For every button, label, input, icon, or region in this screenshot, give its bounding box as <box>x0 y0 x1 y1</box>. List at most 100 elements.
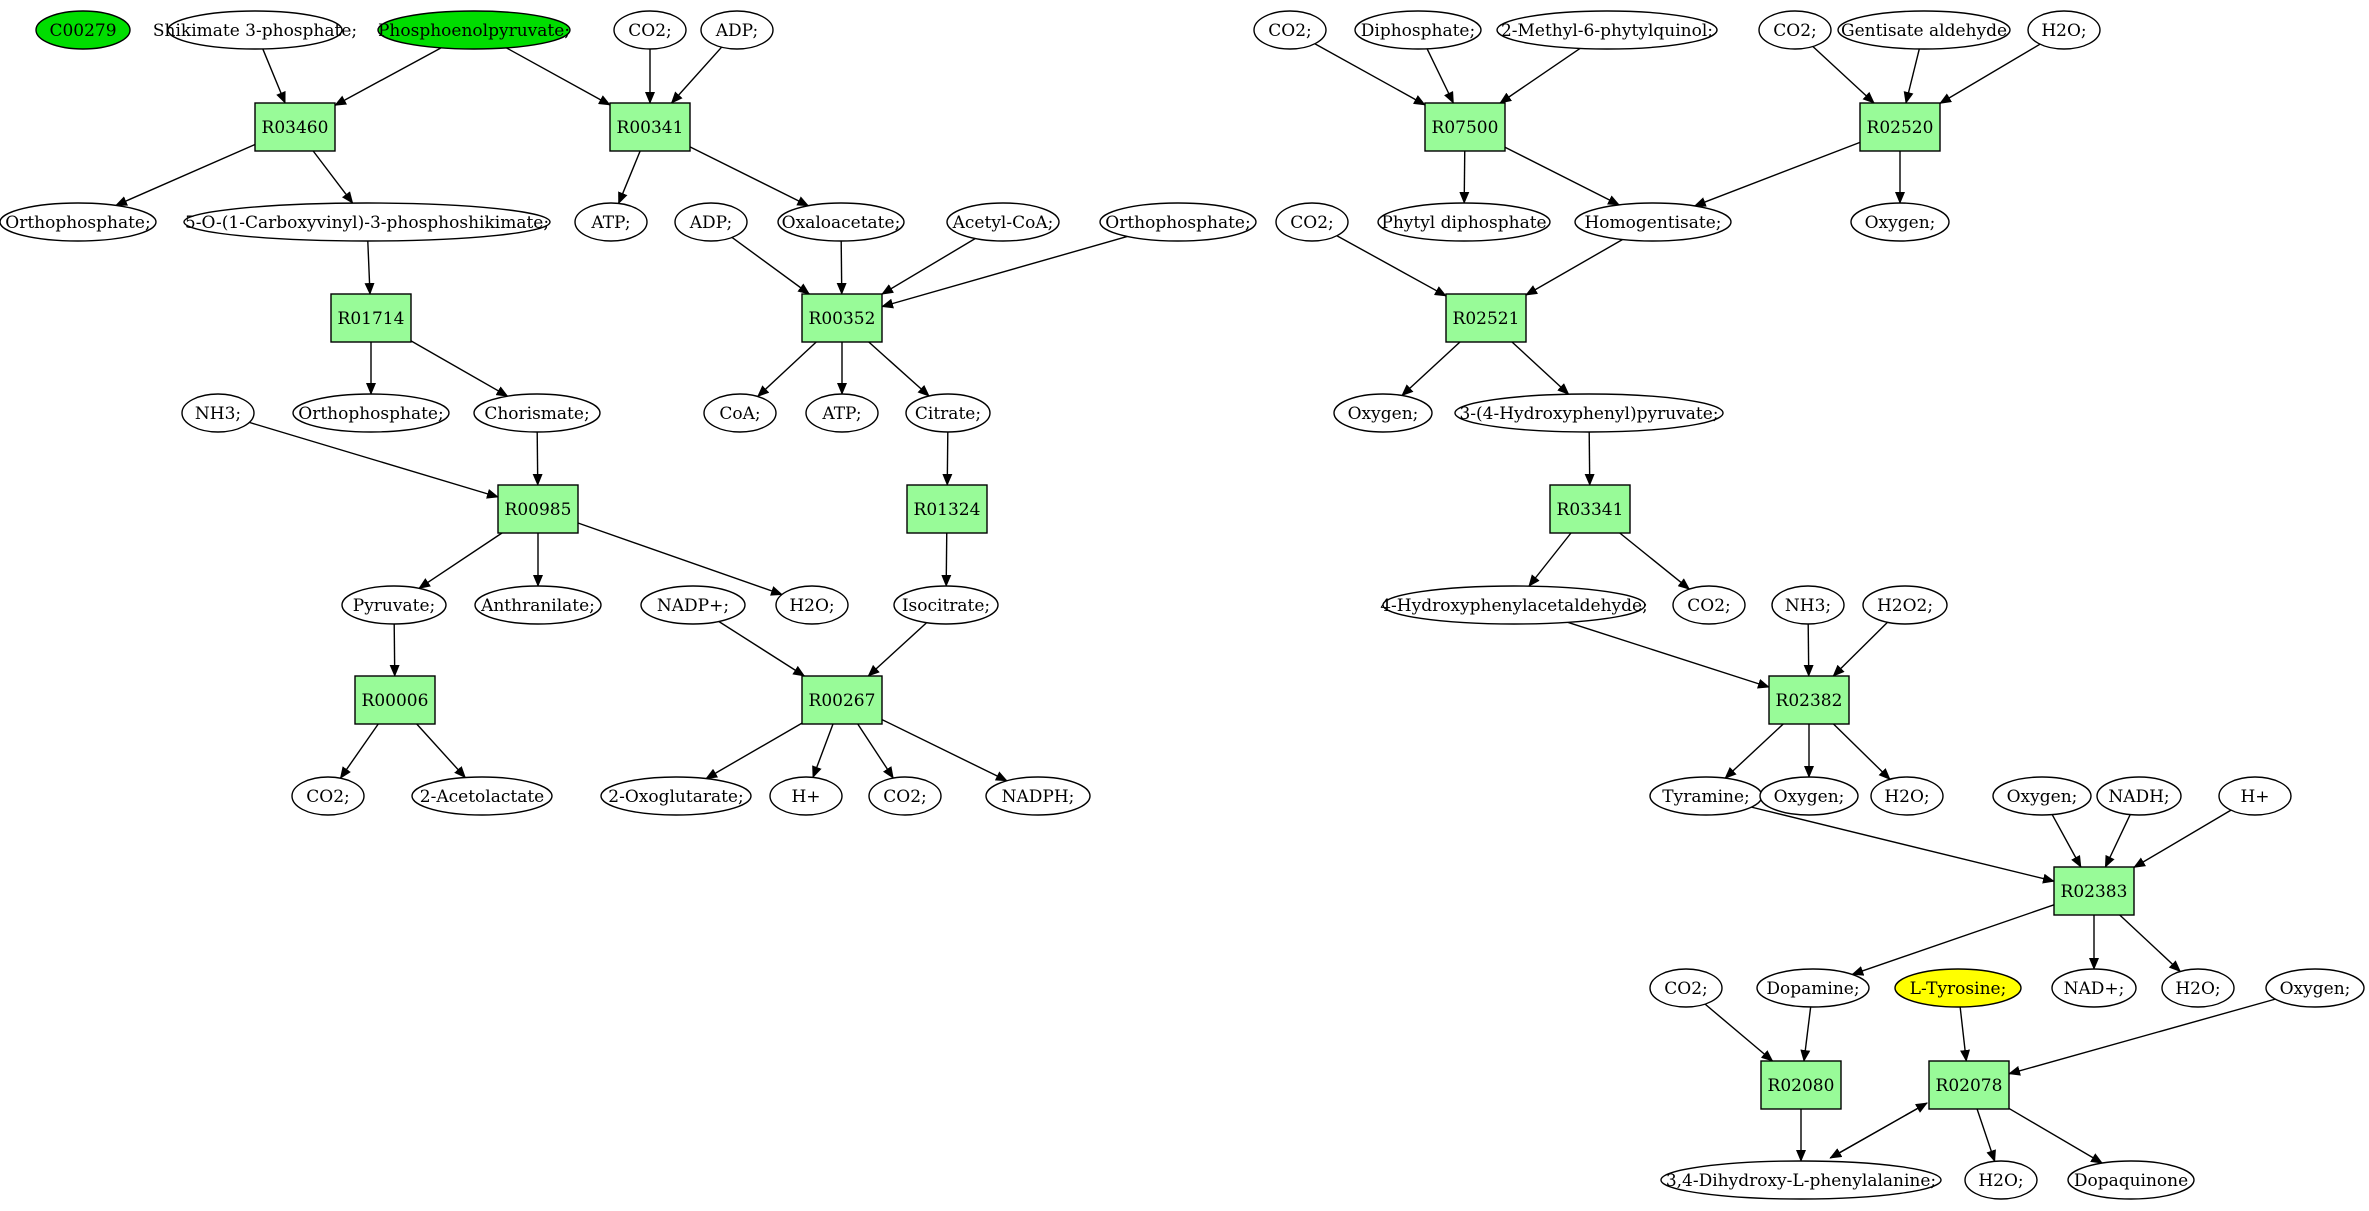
compound-node-citrate[interactable]: Citrate; <box>905 393 991 433</box>
node-label: CO2; <box>1664 979 1708 999</box>
compound-node-hpp[interactable]: 3-(4-Hydroxyphenyl)pyruvate; <box>1454 393 1724 433</box>
edge-dopamine-to-r02080 <box>1800 1006 1812 1062</box>
compound-node-dopa[interactable]: 3,4-Dihydroxy-L-phenylalanine; <box>1660 1160 1942 1200</box>
compound-node-isocitrate[interactable]: Isocitrate; <box>893 585 999 625</box>
compound-node-orthop_b[interactable]: Orthophosphate; <box>1099 202 1257 242</box>
compound-node-tyramine[interactable]: Tyramine; <box>1649 776 1763 816</box>
node-label: Citrate; <box>915 404 981 424</box>
compound-node-h2o_b[interactable]: H2O; <box>2027 10 2101 50</box>
edge-r00341-to-atp_a <box>617 150 641 205</box>
compound-node-homogent[interactable]: Homogentisate; <box>1574 202 1732 242</box>
reaction-node-r00341[interactable]: R00341 <box>609 102 691 152</box>
compound-node-oxygen_a[interactable]: Oxygen; <box>1850 202 1950 242</box>
compound-node-phytyl[interactable]: Phytyl diphosphate <box>1377 202 1551 242</box>
compound-node-atp_a[interactable]: ATP; <box>574 202 648 242</box>
compound-node-co2_b[interactable]: CO2; <box>291 776 365 816</box>
reaction-node-r07500[interactable]: R07500 <box>1424 102 1506 152</box>
compound-node-adp_b[interactable]: ADP; <box>674 202 748 242</box>
compound-node-acetolactate[interactable]: 2-Acetolactate <box>411 776 553 816</box>
reaction-node-r02078[interactable]: R02078 <box>1928 1060 2010 1110</box>
reaction-node-r00006[interactable]: R00006 <box>354 675 436 725</box>
compound-ellipse <box>1660 1160 1942 1200</box>
compound-node-orthop_a[interactable]: Orthophosphate; <box>0 202 157 242</box>
compound-node-h2o_e[interactable]: H2O; <box>1964 1160 2038 1200</box>
compound-node-h2o_c[interactable]: H2O; <box>1870 776 1944 816</box>
node-label: CO2; <box>1268 21 1312 41</box>
edge-acetylcoa-to-r00352 <box>881 237 976 295</box>
node-label: Isocitrate; <box>902 596 990 616</box>
compound-node-co2_d[interactable]: CO2; <box>1253 10 1327 50</box>
edge-r00267-to-co2_c <box>857 723 894 779</box>
edge-nh3_a-to-r00985 <box>249 421 499 499</box>
reaction-node-r02382[interactable]: R02382 <box>1768 675 1850 725</box>
compound-node-oxygen_c[interactable]: Oxygen; <box>1759 776 1859 816</box>
compound-node-nadplus[interactable]: NAD+; <box>2051 968 2137 1008</box>
compound-node-dopaquinone[interactable]: Dopaquinone <box>2067 1160 2195 1200</box>
node-label: R02080 <box>1768 1076 1835 1096</box>
compound-node-oxygen_d[interactable]: Oxygen; <box>1992 776 2092 816</box>
reaction-node-r00352[interactable]: R00352 <box>801 293 883 343</box>
compound-node-coa[interactable]: CoA; <box>703 393 777 433</box>
compound-node-co2_a[interactable]: CO2; <box>613 10 687 50</box>
edge-dopa-to-r02078 <box>1829 1102 1928 1159</box>
compound-node-co2_g[interactable]: CO2; <box>1672 585 1746 625</box>
compound-ellipse <box>769 776 843 816</box>
node-label: R02383 <box>2061 882 2128 902</box>
reaction-node-r01324[interactable]: R01324 <box>906 484 988 534</box>
compound-node-mpq[interactable]: 2-Methyl-6-phytylquinol; <box>1496 10 1718 50</box>
reaction-node-r02080[interactable]: R02080 <box>1760 1060 1842 1110</box>
compound-node-ocarb[interactable]: 5-O-(1-Carboxyvinyl)-3-phosphoshikimate; <box>183 202 551 242</box>
compound-node-shik3p[interactable]: Shikimate 3-phosphate; <box>153 10 357 50</box>
compound-node-adp_a[interactable]: ADP; <box>700 10 774 50</box>
node-label: R00985 <box>505 500 572 520</box>
compound-node-nh3_b[interactable]: NH3; <box>1771 585 1845 625</box>
edge-adp_a-to-r00341 <box>670 46 723 104</box>
compound-node-chorismate[interactable]: Chorismate; <box>473 393 601 433</box>
compound-node-ltyr[interactable]: L-Tyrosine; <box>1894 968 2022 1008</box>
compound-node-hplus_a[interactable]: H+ <box>769 776 843 816</box>
compound-node-hplus_b[interactable]: H+ <box>2218 776 2292 816</box>
compound-ellipse <box>2027 10 2101 50</box>
compound-node-co2_c[interactable]: CO2; <box>868 776 942 816</box>
reaction-node-r00267[interactable]: R00267 <box>801 675 883 725</box>
reaction-node-r02383[interactable]: R02383 <box>2053 866 2135 916</box>
edge-nh3_b-to-r02382 <box>1803 623 1814 677</box>
reaction-node-r02520[interactable]: R02520 <box>1859 102 1941 152</box>
reaction-node-r01714[interactable]: R01714 <box>330 293 412 343</box>
compound-ellipse <box>1382 585 1646 625</box>
compound-node-co2_h[interactable]: CO2; <box>1649 968 1723 1008</box>
compound-node-hpa[interactable]: 4-Hydroxyphenylacetaldehyde; <box>1380 585 1648 625</box>
compound-node-orthop_c[interactable]: Orthophosphate; <box>292 393 450 433</box>
node-label: Anthranilate; <box>480 596 595 616</box>
compound-node-co2_f[interactable]: CO2; <box>1275 202 1349 242</box>
compound-node-pyruvate[interactable]: Pyruvate; <box>341 585 447 625</box>
compound-node-nadp[interactable]: NADP+; <box>640 585 746 625</box>
compound-node-oxygen_e[interactable]: Oxygen; <box>2265 968 2365 1008</box>
compound-node-nadh[interactable]: NADH; <box>2096 776 2182 816</box>
compound-node-h2o_a[interactable]: H2O; <box>775 585 849 625</box>
compound-node-atp_b[interactable]: ATP; <box>805 393 879 433</box>
node-label: NAD+; <box>2064 979 2125 999</box>
compound-node-co2_e[interactable]: CO2; <box>1758 10 1832 50</box>
compound-node-diphos[interactable]: Diphosphate; <box>1354 10 1482 50</box>
compound-node-oxygen_b[interactable]: Oxygen; <box>1333 393 1433 433</box>
compound-node-anthranilate[interactable]: Anthranilate; <box>474 585 602 625</box>
compound-node-oxalo[interactable]: Oxaloacetate; <box>777 202 905 242</box>
node-label: H2O2; <box>1877 596 1933 616</box>
compound-node-pep[interactable]: Phosphoenolpyruvate; <box>377 10 571 50</box>
compound-node-oxoglut[interactable]: 2-Oxoglutarate; <box>600 776 752 816</box>
compound-node-nh3_a[interactable]: NH3; <box>181 393 255 433</box>
compound-node-dopamine[interactable]: Dopamine; <box>1756 968 1870 1008</box>
compound-node-h2o_d[interactable]: H2O; <box>2161 968 2235 1008</box>
reaction-node-r00985[interactable]: R00985 <box>497 484 579 534</box>
node-label: CO2; <box>1773 21 1817 41</box>
compound-node-gentald[interactable]: Gentisate aldehyde <box>1837 10 2011 50</box>
compound-node-c00279[interactable]: C00279 <box>35 10 131 50</box>
reaction-node-r03460[interactable]: R03460 <box>254 102 336 152</box>
compound-node-h2o2[interactable]: H2O2; <box>1862 585 1948 625</box>
reaction-node-r03341[interactable]: R03341 <box>1549 484 1631 534</box>
compound-node-nadph[interactable]: NADPH; <box>985 776 1091 816</box>
reaction-node-r02521[interactable]: R02521 <box>1445 293 1527 343</box>
compound-node-acetylcoa[interactable]: Acetyl-CoA; <box>946 202 1060 242</box>
